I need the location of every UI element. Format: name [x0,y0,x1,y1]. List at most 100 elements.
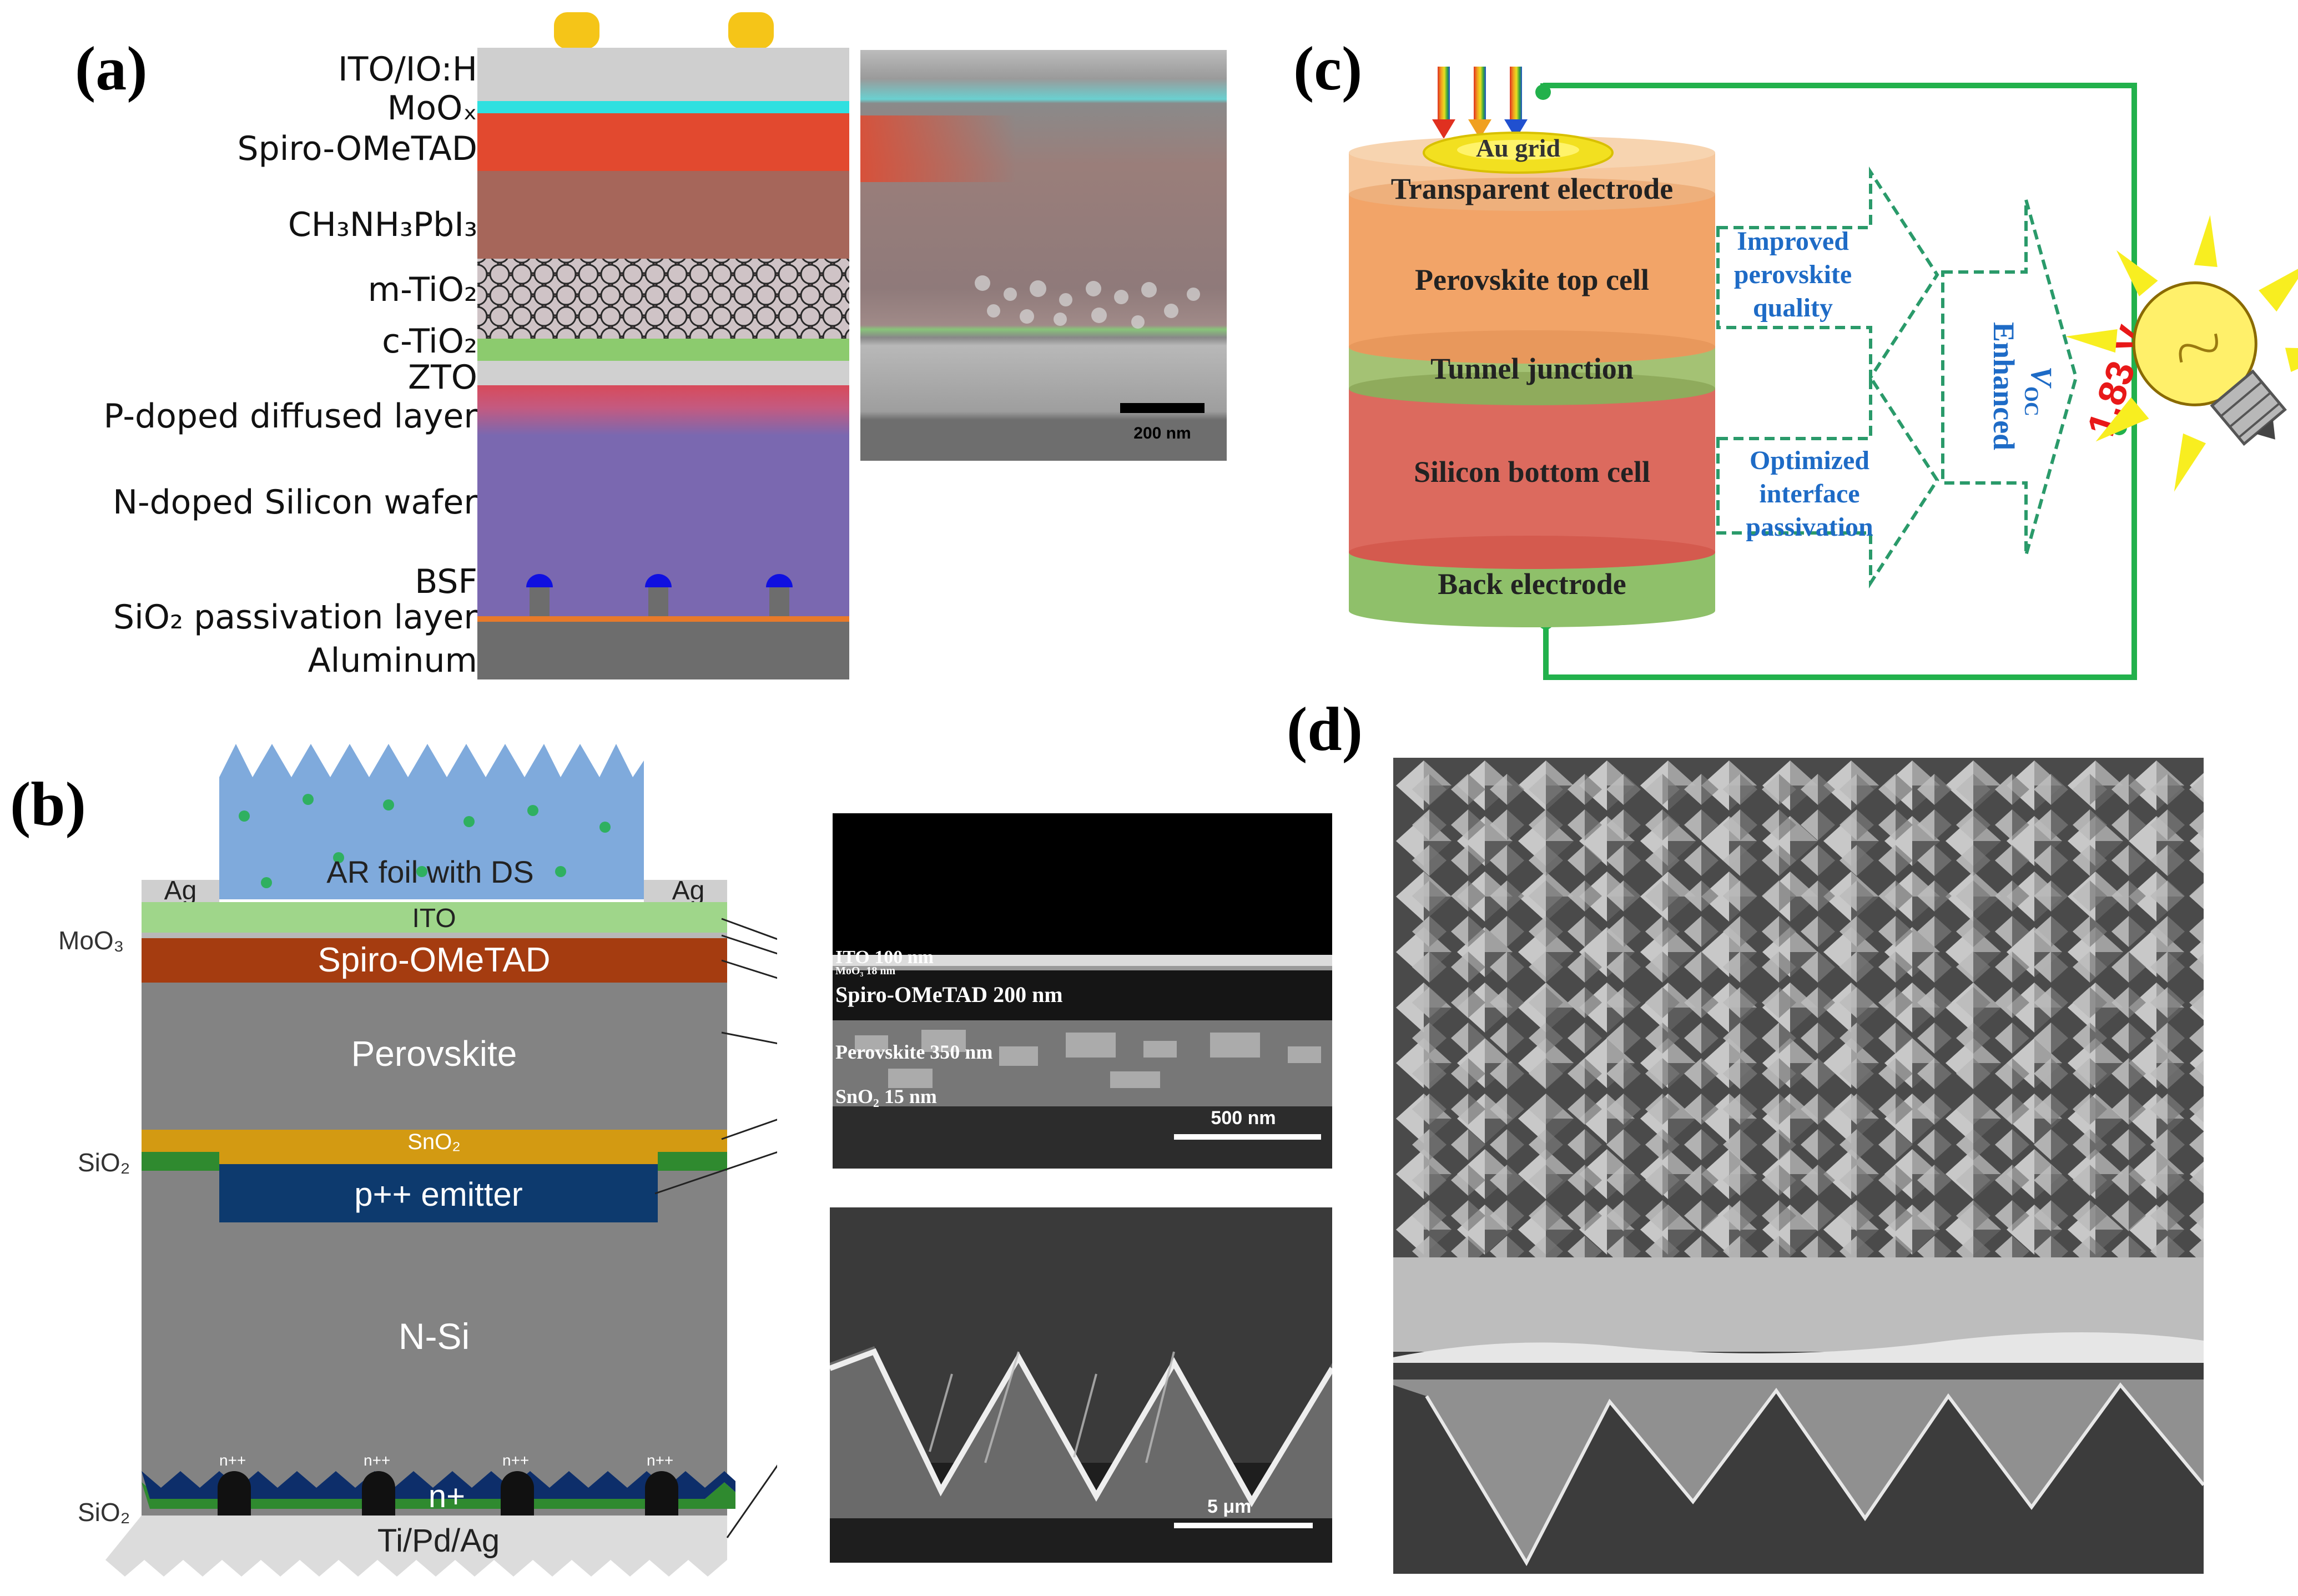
caption-improved: Improved perovskite quality [1734,226,1852,323]
svg-text:passivation: passivation [1746,512,1873,542]
layer-n-si [142,983,727,1543]
sunlight-arrows [1432,67,1528,139]
label-ito-b: ITO [412,904,456,933]
svg-text:Optimized: Optimized [1750,446,1869,475]
rear-metal-tipdag [105,1516,727,1577]
sem-b-scalebar-label: 500 nm [1211,1107,1276,1129]
sem-b2-scalebar-label: 5 μm [1207,1496,1251,1517]
layer-moox [477,101,849,113]
svg-text:interface: interface [1759,479,1859,508]
layer-p-doped [477,385,849,435]
label-tipdag: Ti/Pd/Ag [377,1523,500,1559]
label-ag-left: Ag [164,876,197,905]
label-c-tio2: c-TiO₂ [382,322,477,361]
panel-b-sem-texture: 5 μm [830,1207,1332,1563]
ag-contact-right [644,880,727,902]
label-bsf: BSF [415,562,477,601]
panel-a-sem-image: 200 nm [860,50,1227,461]
label-moo3-b: MoO₃ [58,926,124,955]
label-npp-4: n++ [647,1452,673,1469]
panel-c-tag: (c) [1293,34,1363,103]
caption-optimized: Optimized interface passivation [1746,446,1873,542]
svg-text:VOC: VOC [2020,366,2058,416]
label-zto: ZTO [408,358,477,397]
panel-b-sem-cross-section: ITO 100 nm MoO₃ 18 nm Spiro-OMeTAD 200 n… [833,813,1332,1169]
layer-sno2-b [142,1130,727,1152]
label-m-tio2: m-TiO₂ [367,270,477,309]
label-mapbi3: CH₃NH₃PbI₃ [288,205,477,244]
label-sno2-b: SnO₂ [407,1130,461,1154]
layer-moo3-b [142,933,727,938]
gold-contact-left [554,12,599,49]
layer-ito-b [142,902,727,933]
label-npp-1: n++ [219,1452,246,1469]
sem-b-label-sno2: SnO₂ 15 nm [835,1085,937,1107]
label-n-si: N-Si [399,1316,470,1357]
panel-a-labels: ITO/IO:H MoOₓ Spiro-OMeTAD CH₃NH₃PbI₃ m-… [0,0,477,683]
panel-a-stack-diagram [477,12,849,679]
layer-c-tio2 [477,339,849,361]
layer-sio2-passivation [477,616,849,622]
label-back-electrode: Back electrode [1438,567,1626,601]
sem-b-label-spiro: Spiro-OMeTAD 200 nm [835,982,1063,1007]
layer-spiro-b [142,938,727,983]
label-silicon-bottom: Silicon bottom cell [1414,455,1650,489]
label-ar-foil: AR foil with DS [326,854,533,889]
label-transparent-electrode: Transparent electrode [1391,172,1673,205]
label-nplus: n+ [429,1478,465,1514]
label-perovskite-b: Perovskite [351,1034,517,1074]
label-sio2-passivation: SiO₂ passivation layer [113,598,477,637]
sem-a-scalebar-label: 200 nm [1133,424,1191,442]
layer-m-tio2 [477,259,849,339]
layer-sio2-top-right [658,1152,727,1171]
layer-ito [477,48,849,101]
label-npp-2: n++ [364,1452,390,1469]
svg-text:perovskite: perovskite [1734,260,1852,289]
panel-a-tag: (a) [75,34,148,103]
circuit-node-top [1535,84,1551,100]
leader-lines [654,918,777,1538]
layer-sio2-top-left [142,1152,219,1171]
label-p-doped: P-doped diffused layer [103,397,477,436]
ar-foil [219,744,644,899]
gold-contact-right [728,12,774,49]
sem-b2-scalebar [1174,1523,1313,1528]
layer-spiro [477,113,849,171]
arrow-optimized-passivation [1716,371,1939,589]
svg-text:Improved: Improved [1737,226,1849,256]
layer-zto [477,361,849,385]
panel-c-diagram: Au grid Transparent electrode Perovskite… [1349,67,2298,680]
label-ag-right: Ag [672,876,705,905]
label-spiro: Spiro-OMeTAD [237,129,477,168]
sem-a-scalebar [1120,403,1205,413]
label-perovskite-top: Perovskite top cell [1415,263,1649,296]
light-bulb-icon [2065,215,2298,492]
layer-p-emitter [219,1164,658,1222]
label-tunnel-junction: Tunnel junction [1430,352,1634,385]
caption-enhanced-voc: Enhanced VOC [1987,322,2058,450]
rear-texture-nplus [142,1471,735,1499]
sem-b-label-moo3: MoO₃ 18 nm [835,965,896,977]
bsf-contacts [526,574,793,618]
arrow-enhanced-voc [1941,199,2078,556]
label-moox: MoOₓ [387,89,477,128]
label-npp-3: n++ [502,1452,529,1469]
layer-mapbi3 [477,171,849,259]
sem-d-cross-section [1393,1257,2204,1574]
label-n-doped: N-doped Silicon wafer [113,483,477,522]
label-spiro-b: Spiro-OMeTAD [318,941,550,979]
label-sio2-top: SiO₂ [78,1148,130,1177]
layer-aluminum [477,622,849,679]
panel-d-tag: (d) [1287,695,1363,764]
layer-sno2-emitter-contact [219,1152,658,1164]
label-ito-ioh: ITO/IO:H [338,50,477,89]
sem-b-scalebar [1174,1134,1321,1140]
ag-contact-left [142,880,219,902]
label-p-emitter: p++ emitter [354,1176,523,1213]
sem-b-label-perovskite: Perovskite 350 nm [835,1041,992,1063]
panel-b-device-diagram: AR foil with DS Ag Ag ITO Spiro-OMeTAD M… [58,744,777,1577]
svg-text:Enhanced: Enhanced [1987,322,2020,450]
ar-foil-dots [239,794,611,888]
label-sio2-bottom: SiO₂ [78,1498,130,1527]
rear-contacts [218,1471,678,1521]
